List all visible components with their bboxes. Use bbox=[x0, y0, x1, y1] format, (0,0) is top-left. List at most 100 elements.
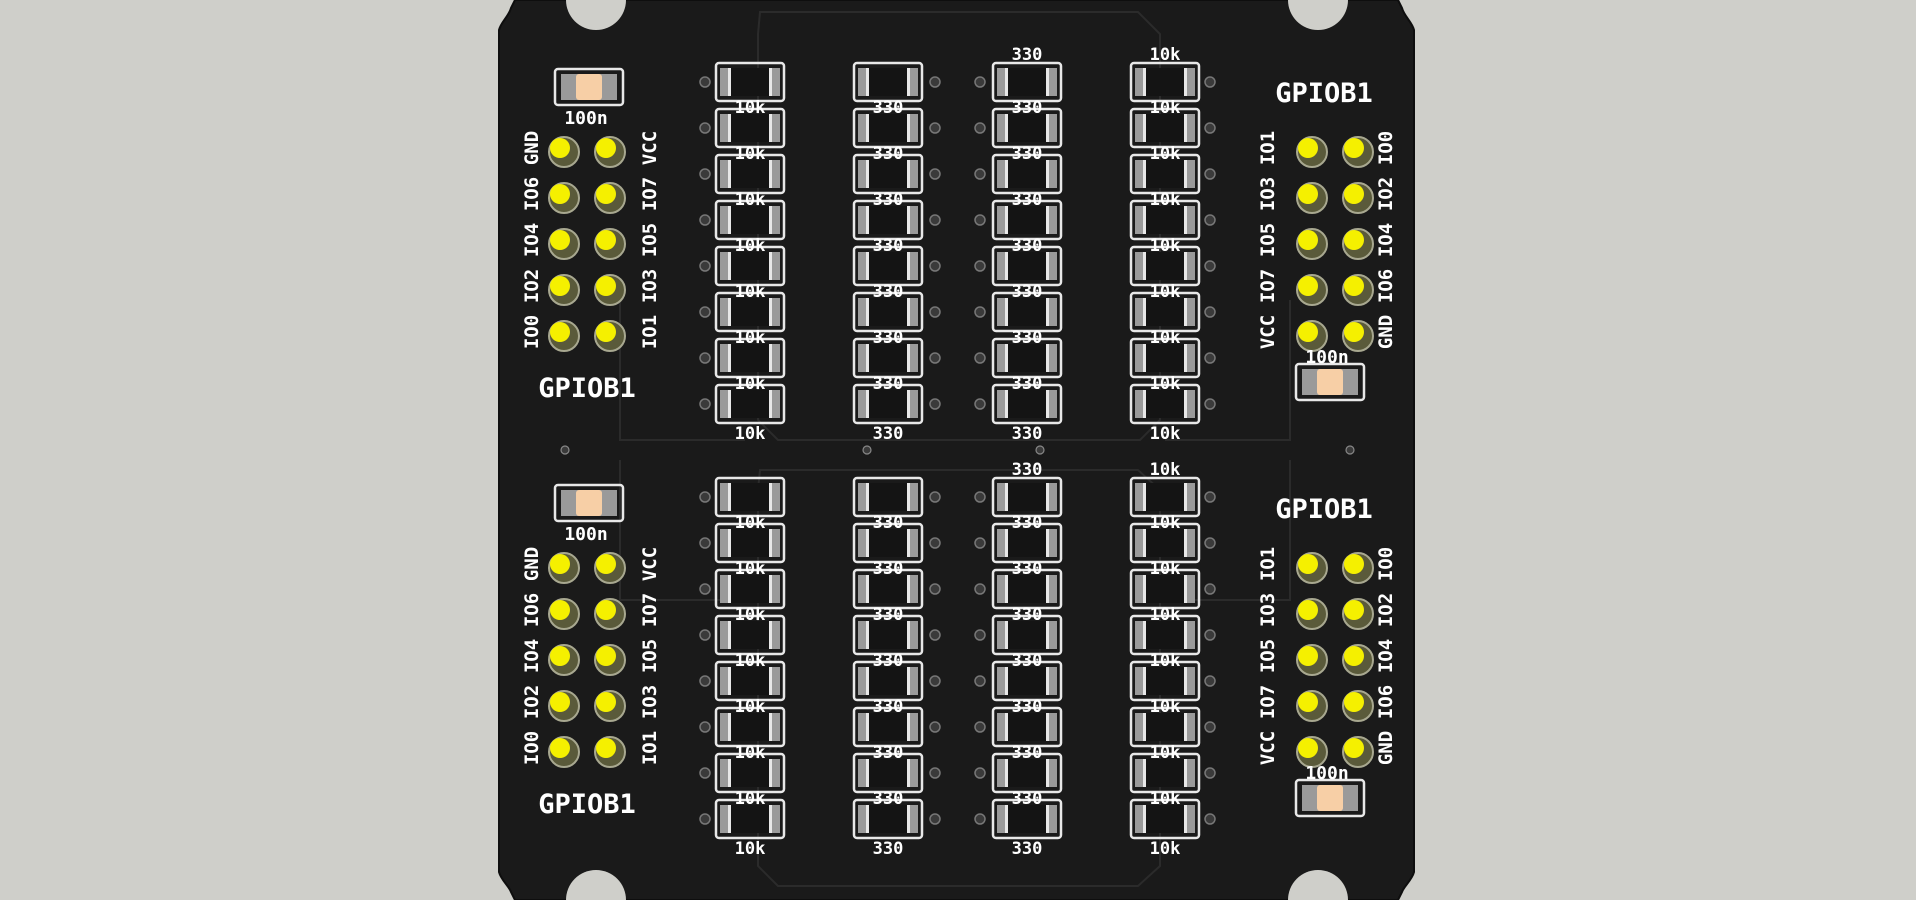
header-pin bbox=[1296, 690, 1328, 722]
resistor-terminal-mark bbox=[1046, 805, 1049, 833]
resistor-terminal-mark bbox=[769, 206, 772, 234]
resistor-value-label: 10k bbox=[735, 424, 766, 444]
resistor-terminal-mark bbox=[1184, 114, 1187, 142]
resistor-body bbox=[1146, 805, 1184, 833]
resistor-silkscreen-outline bbox=[991, 522, 1063, 564]
header-pin bbox=[548, 644, 580, 676]
resistor: 10k bbox=[699, 789, 786, 840]
resistor-silkscreen-outline bbox=[1129, 752, 1201, 794]
resistor-body bbox=[1008, 529, 1046, 557]
header-pin bbox=[548, 690, 580, 722]
resistor-body bbox=[731, 759, 769, 787]
resistor-body bbox=[869, 575, 907, 603]
resistor-terminal-mark bbox=[866, 667, 869, 695]
resistor-body bbox=[1146, 575, 1184, 603]
header-pin-label: IO2 bbox=[1375, 177, 1397, 211]
resistor-value-label: 10k bbox=[1150, 190, 1181, 210]
header-pin-label: VCC bbox=[639, 547, 661, 581]
header-pin-label: IO2 bbox=[521, 269, 543, 303]
via bbox=[699, 767, 711, 779]
resistor: 10k bbox=[1129, 789, 1216, 840]
header-pin bbox=[1342, 552, 1374, 584]
via bbox=[929, 306, 941, 318]
pin-tip bbox=[1298, 600, 1318, 620]
resistor: 10k bbox=[1129, 697, 1216, 748]
resistor-value-label: 330 bbox=[873, 651, 904, 671]
resistor: 10k bbox=[1129, 374, 1216, 425]
pin-tip bbox=[1344, 646, 1364, 666]
resistor-terminal-mark bbox=[866, 160, 869, 188]
pin-tip bbox=[1298, 184, 1318, 204]
resistor-silkscreen-outline bbox=[852, 476, 924, 518]
resistor: 330 bbox=[974, 743, 1063, 794]
resistor-terminal-mark bbox=[1143, 344, 1146, 372]
resistor-terminal-mark bbox=[1143, 805, 1146, 833]
header-pin-label: VCC bbox=[1257, 315, 1279, 349]
via bbox=[1204, 168, 1216, 180]
resistor-value-label: 10k bbox=[1150, 374, 1181, 394]
resistor: 330 bbox=[974, 190, 1063, 241]
pin-tip bbox=[1298, 738, 1318, 758]
resistor-body bbox=[731, 206, 769, 234]
header-pin-label: IO0 bbox=[1375, 547, 1397, 581]
resistor-silkscreen-outline bbox=[991, 383, 1063, 425]
resistor-terminal-mark bbox=[1143, 529, 1146, 557]
resistor-terminal-mark bbox=[1143, 206, 1146, 234]
resistor-silkscreen-outline bbox=[714, 568, 786, 610]
resistor-body bbox=[731, 68, 769, 96]
via bbox=[1035, 445, 1045, 455]
resistor-value-label: 330 bbox=[1012, 697, 1043, 717]
resistor-value-label: 10k bbox=[735, 839, 766, 859]
resistor-silkscreen-outline bbox=[1129, 660, 1201, 702]
resistor-silkscreen-outline bbox=[852, 568, 924, 610]
header-pin-label: IO3 bbox=[1257, 593, 1279, 627]
resistor-terminal-mark bbox=[907, 713, 910, 741]
header-pin-label: GND bbox=[1375, 731, 1397, 765]
resistor-terminal-mark bbox=[1184, 667, 1187, 695]
resistor-silkscreen-outline bbox=[1129, 291, 1201, 333]
resistor-value-label: 330 bbox=[1012, 743, 1043, 763]
resistor-silkscreen-outline bbox=[852, 199, 924, 241]
header-pin-label: IO1 bbox=[639, 315, 661, 349]
resistor-body bbox=[731, 252, 769, 280]
header-pin-label: IO7 bbox=[639, 593, 661, 627]
resistor-terminal-mark bbox=[907, 805, 910, 833]
header-pin-label: IO3 bbox=[639, 269, 661, 303]
resistor-body bbox=[1146, 390, 1184, 418]
capacitor-100n: 100n bbox=[1294, 763, 1366, 818]
resistor-terminal-mark bbox=[1046, 298, 1049, 326]
pin-tip bbox=[1344, 230, 1364, 250]
header-pin-label: IO0 bbox=[1375, 131, 1397, 165]
resistor-value-label: 330 bbox=[1012, 789, 1043, 809]
resistor-silkscreen-outline bbox=[714, 383, 786, 425]
resistor-terminal-mark bbox=[907, 483, 910, 511]
resistor-silkscreen-outline bbox=[1129, 383, 1201, 425]
header-pin-label: IO4 bbox=[1375, 223, 1397, 257]
resistor-terminal-mark bbox=[907, 114, 910, 142]
gpio-header-title: GPIOB1 bbox=[1275, 78, 1373, 109]
resistor-body bbox=[869, 390, 907, 418]
resistor-value-label: 330 bbox=[1012, 424, 1043, 444]
header-pin bbox=[1342, 274, 1374, 306]
resistor-body bbox=[1146, 667, 1184, 695]
resistor-body bbox=[731, 160, 769, 188]
resistor bbox=[974, 61, 1063, 103]
resistor: 330 bbox=[974, 789, 1063, 840]
resistor-body bbox=[869, 759, 907, 787]
capacitor-100n: 100n bbox=[553, 67, 625, 129]
resistor-silkscreen-outline bbox=[852, 798, 924, 840]
pin-tip bbox=[596, 738, 616, 758]
resistor bbox=[699, 61, 786, 103]
resistor-terminal-mark bbox=[1184, 344, 1187, 372]
resistor-terminal-mark bbox=[1143, 252, 1146, 280]
header-pin bbox=[1342, 690, 1374, 722]
header-pin bbox=[1296, 182, 1328, 214]
resistor-value-label: 330 bbox=[1012, 328, 1043, 348]
resistor: 330 bbox=[974, 144, 1063, 195]
resistor-silkscreen-outline bbox=[991, 706, 1063, 748]
pin-tip bbox=[596, 184, 616, 204]
resistor-value-label: 10k bbox=[735, 98, 766, 118]
via bbox=[1345, 445, 1355, 455]
pin-tip bbox=[550, 230, 570, 250]
